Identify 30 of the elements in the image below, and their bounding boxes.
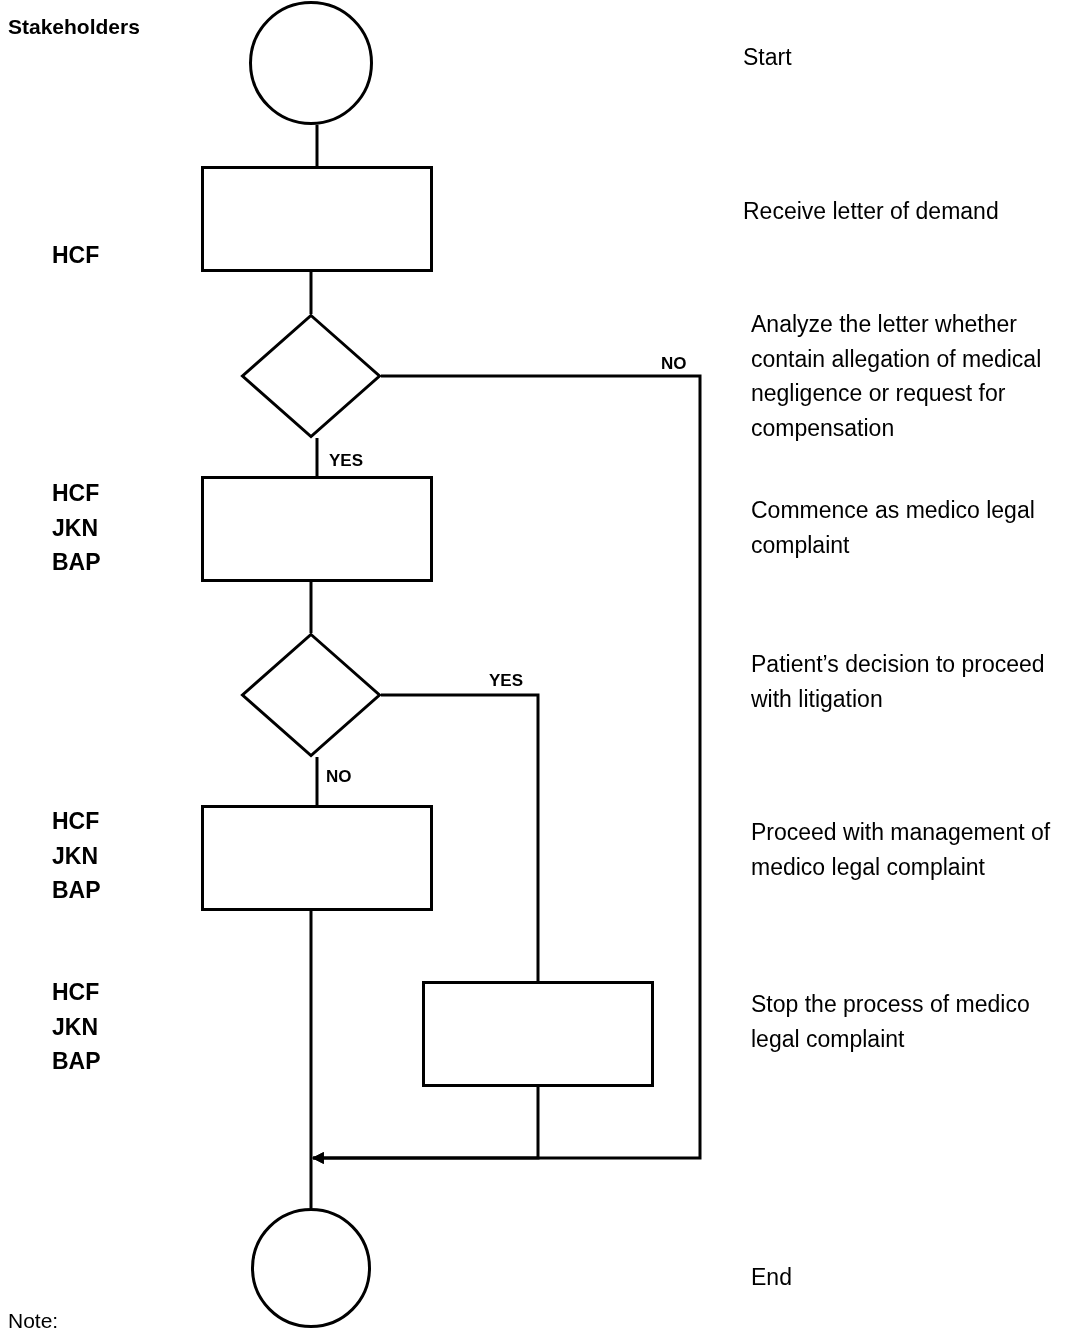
terminal-circle (251, 1208, 371, 1328)
connector (309, 272, 313, 314)
note-label: Note: (8, 1308, 60, 1332)
connector (381, 693, 540, 981)
stakeholder-list: HCF JKN BAP (52, 476, 132, 580)
column-heading: Stakeholders (8, 14, 141, 40)
stakeholder-list: HCF JKN BAP (52, 804, 132, 908)
step-description: Commence as medico legal complaint (751, 496, 1036, 560)
step-description: Analyze the letter whether contain allegation of medical negligence or request for compensation (751, 310, 1043, 443)
connector (309, 911, 313, 1208)
stakeholder-list: HCF (52, 238, 132, 273)
connector (309, 582, 313, 633)
connector (311, 1087, 540, 1164)
decision-diamond (241, 633, 381, 757)
terminal-circle (249, 1, 373, 125)
step-description: Start (743, 43, 793, 72)
step-description: End (751, 1263, 793, 1292)
process-box (422, 981, 654, 1087)
step-description: Receive letter of demand (743, 197, 1000, 226)
process-box (201, 805, 433, 911)
decision-diamond (241, 314, 381, 438)
connector (315, 125, 319, 166)
stakeholder-list: HCF JKN BAP (52, 975, 132, 1079)
step-description: Stop the process of medico legal complaint (751, 990, 1031, 1054)
process-box (201, 476, 433, 582)
connector (315, 438, 319, 476)
step-description: Patient’s decision to proceed with litigation (751, 650, 1046, 714)
step-description: Proceed with management of medico legal complaint (751, 818, 1052, 882)
process-box (201, 166, 433, 272)
connector (315, 757, 319, 805)
